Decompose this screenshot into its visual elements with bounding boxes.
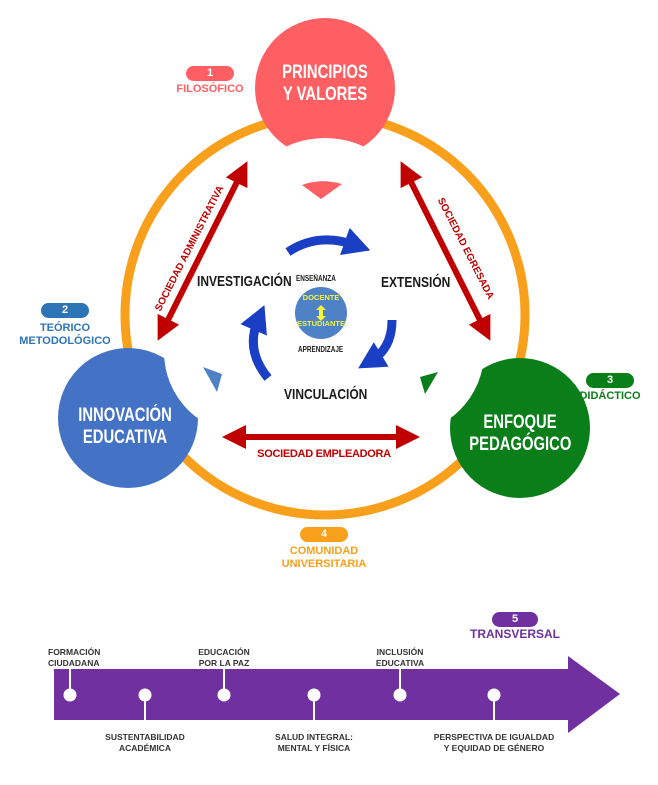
teacher-label: DOCENTE	[302, 293, 340, 302]
axis-node[interactable]	[307, 688, 321, 702]
badge-4-label-line2: UNIVERSITARIA	[281, 557, 367, 570]
axis-label-line1: PERSPECTIVA DE IGUALDAD	[433, 732, 555, 742]
axis-node[interactable]	[217, 688, 231, 702]
innovation-line1: INNOVACIÓN	[78, 405, 172, 426]
transversal-arrow	[54, 656, 620, 733]
axis-label-line2: Y EQUIDAD DE GÉNERO	[443, 743, 545, 754]
axis-node[interactable]	[393, 688, 407, 702]
axis-label-line2: MENTAL Y FÍSICA	[277, 743, 351, 754]
principles-title: PRINCIPIOS Y VALORES	[278, 62, 372, 106]
axis-node[interactable]	[63, 688, 77, 702]
cycle-arrow-right-icon	[358, 319, 397, 369]
linkage-label: VINCULACIÓN	[284, 386, 368, 403]
axis-label-line2: EDUCATIVA	[375, 658, 425, 669]
badge-3: 3	[586, 373, 634, 388]
pedagogical-wedge-icon	[420, 372, 438, 394]
principles-line1: PRINCIPIOS	[282, 62, 368, 83]
student-label: ESTUDIANTE	[297, 319, 345, 328]
badge-2-label-line1: TEÓRICO	[39, 322, 91, 334]
society-admin-arrow	[157, 161, 248, 341]
cycle-arrow-top-icon	[285, 227, 371, 256]
investigation-label: INVESTIGACIÓN	[197, 273, 292, 290]
innovation-line2: EDUCATIVA	[82, 426, 168, 448]
axis-node[interactable]	[138, 688, 152, 702]
badge-2: 2	[41, 303, 89, 318]
axis-label-line2: POR LA PAZ	[198, 658, 250, 669]
badge-3-label: DIDÁCTICO	[579, 390, 641, 402]
axis-label-line1: INCLUSIÓN	[376, 647, 424, 657]
axis-label-line1: FORMACIÓN	[48, 647, 101, 657]
pedagogical-line1: ENFOQUE	[483, 412, 557, 433]
badge-5: 5	[492, 612, 538, 627]
badge-5-label: TRANSVERSAL	[469, 627, 560, 641]
badge-1-label: FILOSÓFICO	[176, 83, 244, 95]
cycle-arrow-left-icon	[240, 305, 272, 381]
society-graduate-arrow	[400, 161, 491, 341]
badge-4: 4	[300, 527, 348, 542]
badge-2-label: TEÓRICO METODOLÓGICO	[10, 322, 120, 347]
badge-1: 1	[186, 66, 234, 81]
pedagogical-title: ENFOQUE PEDAGÓGICO	[469, 412, 572, 456]
bidirectional-arrow-icon	[316, 305, 326, 321]
axis-label-line2: CIUDADANA	[48, 658, 100, 669]
principles-line2: Y VALORES	[282, 83, 368, 105]
axis-node[interactable]	[487, 688, 501, 702]
badge-4-label-line1: COMUNIDAD	[289, 545, 359, 557]
axis-label-line2: ACADÉMICA	[119, 743, 171, 754]
axis-label-line1: SUSTENTABILIDAD	[105, 732, 185, 742]
innovation-wedge-icon	[203, 367, 222, 392]
principles-circle[interactable]	[233, 18, 417, 322]
pedagogical-line2: PEDAGÓGICO	[469, 433, 572, 455]
principles-wedge-icon	[302, 181, 342, 199]
axis-label: SALUD INTEGRAL:MENTAL Y FÍSICA	[234, 732, 394, 755]
badge-2-label-line2: METODOLÓGICO	[19, 334, 111, 347]
teaching-label: ENSEÑANZA	[296, 274, 336, 283]
axis-label-line1: SALUD INTEGRAL:	[275, 732, 353, 742]
learning-label: APRENDIZAJE	[298, 345, 344, 354]
innovation-title: INNOVACIÓN EDUCATIVA	[74, 405, 175, 449]
society-employer-label: SOCIEDAD EMPLEADORA	[257, 448, 391, 460]
axis-label-line1: EDUCACIÓN	[198, 647, 250, 657]
extension-label: EXTENSIÓN	[381, 274, 451, 291]
badge-4-label: COMUNIDAD UNIVERSITARIA	[264, 545, 384, 570]
